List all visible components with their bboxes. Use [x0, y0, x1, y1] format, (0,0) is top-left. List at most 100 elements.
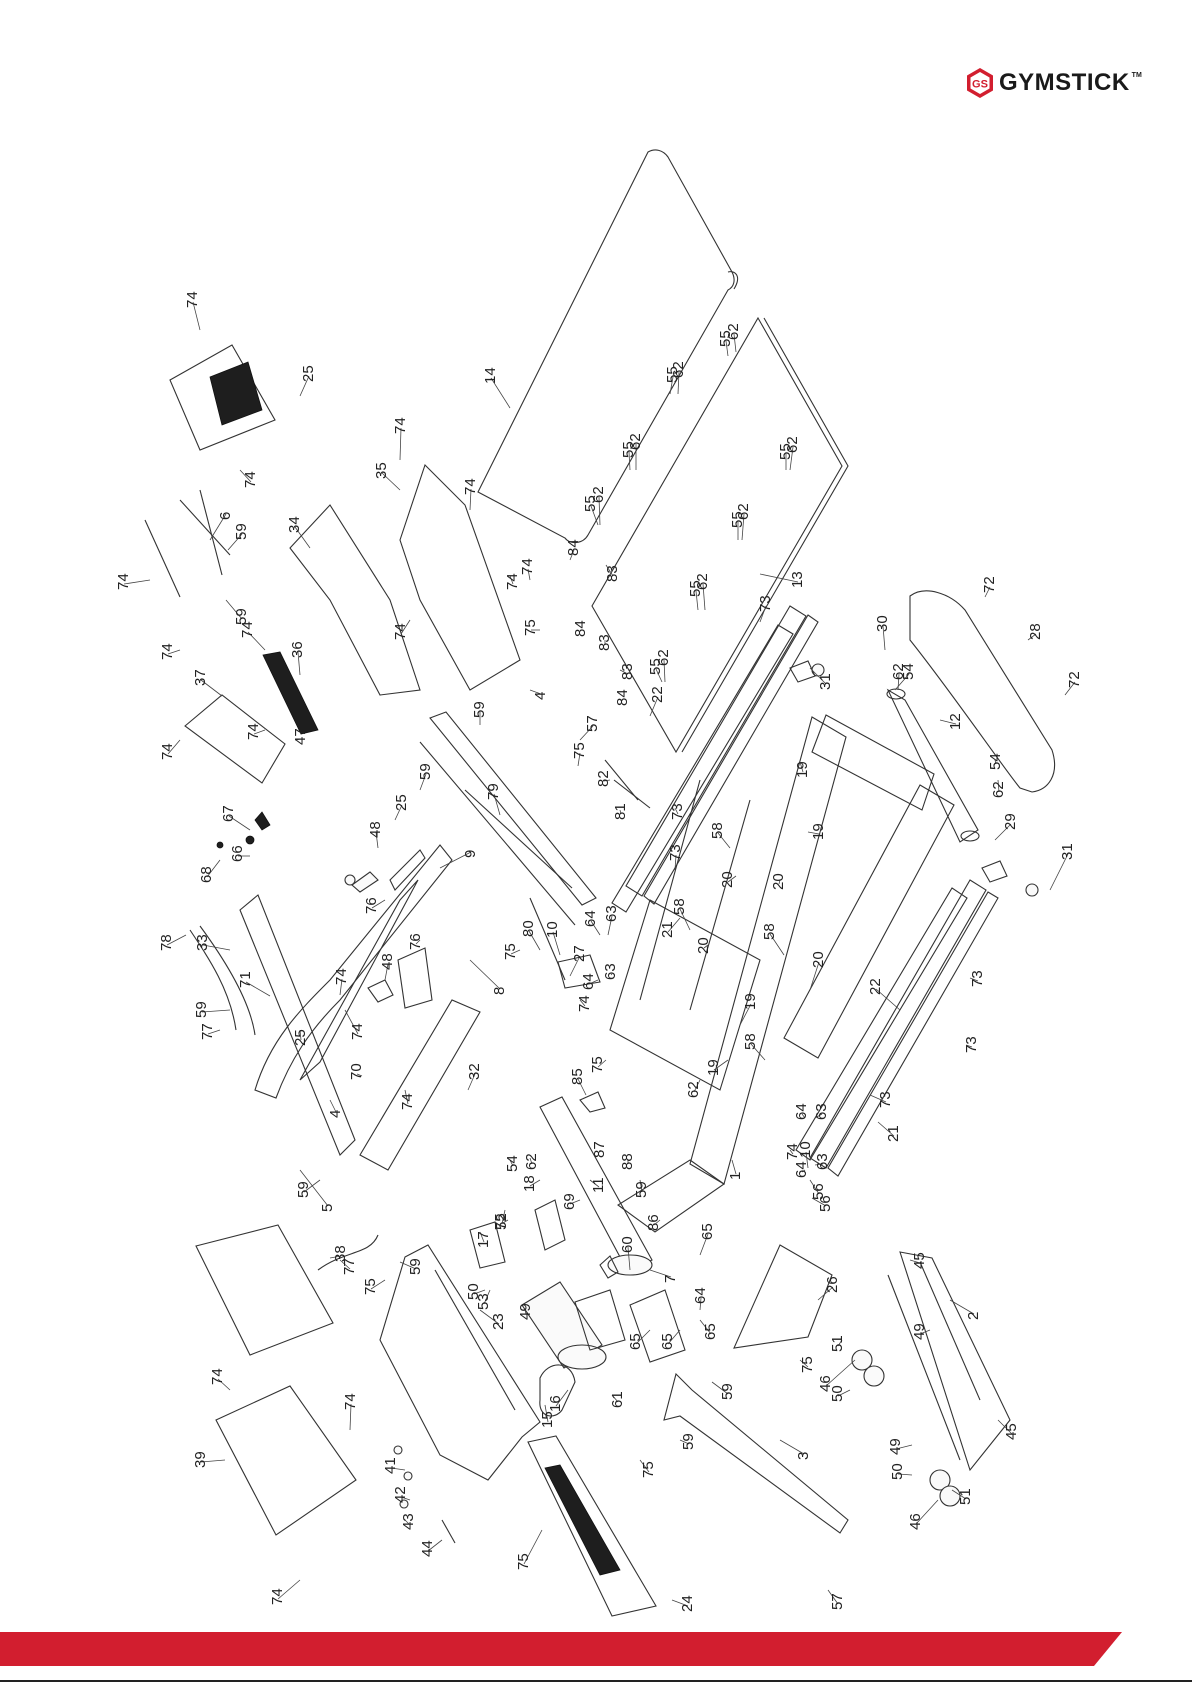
callout-leader-line: [639, 1459, 650, 1473]
callout-leader-line: [404, 1089, 409, 1105]
part-deck: [591, 316, 849, 754]
callout-leader-line: [579, 999, 586, 1007]
callout-leader-line: [579, 725, 594, 741]
callout-leader-line: [939, 719, 957, 725]
callout-22: 22: [867, 978, 901, 1011]
callout-64: 64: [692, 1287, 709, 1311]
callout-label: 28: [1027, 623, 1044, 640]
callout-leader-line: [597, 1059, 607, 1068]
part-console-back: [215, 1385, 357, 1536]
callout-74: 74: [239, 621, 266, 651]
callout-leader-line: [702, 583, 706, 611]
callout-label: 67: [220, 805, 237, 822]
callout-leader-line: [529, 689, 542, 695]
callout-label: 76: [363, 897, 380, 914]
callout-43: 43: [400, 1513, 417, 1530]
callout-label: 55: [777, 443, 794, 460]
callout-label: 14: [482, 367, 499, 384]
callout-label: 83: [596, 634, 613, 651]
callout-label: 11: [590, 1177, 607, 1193]
callout-74: 74: [344, 1009, 366, 1040]
callout-leader-line: [253, 729, 266, 735]
callout-leader-line: [375, 831, 379, 849]
callout-label: 10: [544, 921, 561, 938]
callout-leader-line: [206, 859, 221, 878]
callout-70: 70: [348, 1063, 365, 1080]
callout-leader-line: [663, 659, 666, 683]
callout-65: 65: [627, 1329, 651, 1350]
callout-label: 64: [692, 1287, 709, 1304]
callout-58: 58: [709, 822, 731, 849]
callout-label: 55: [687, 580, 704, 597]
callout-73: 73: [963, 1036, 980, 1053]
callout-leader-line: [807, 831, 820, 835]
callout-57: 57: [579, 715, 601, 741]
callout-leader-line: [245, 981, 271, 997]
callout-77: 77: [199, 1023, 221, 1040]
callout-label: 68: [198, 866, 215, 883]
callout-74: 74: [115, 573, 151, 590]
callout-label: 34: [286, 516, 303, 533]
callout-leader-line: [605, 564, 614, 577]
callout-label: 87: [591, 1141, 608, 1158]
callout-label: 77: [341, 1258, 358, 1275]
callout-68: 68: [198, 859, 221, 883]
callout-15: 15: [539, 1404, 556, 1428]
callout-label: 58: [709, 822, 726, 839]
callout-label: 62: [784, 436, 801, 453]
callout-label: 22: [649, 686, 666, 703]
callout-58: 58: [671, 898, 691, 931]
callout-leader-line: [400, 1496, 411, 1501]
part-handrail-right: [399, 463, 521, 691]
callout-label: 65: [699, 1223, 716, 1240]
callout-leader-line: [588, 979, 599, 985]
part-motor-hood: [379, 1244, 541, 1481]
callout-label: 74: [159, 643, 176, 660]
callout-6: 6: [209, 512, 234, 541]
callout-label: 79: [485, 783, 502, 800]
callout-49: 49: [911, 1323, 931, 1340]
callout-leader-line: [552, 931, 561, 956]
callout-leader-line: [969, 977, 979, 982]
callout-leader-line: [277, 1579, 301, 1600]
callout-label: 83: [619, 663, 636, 680]
callout-62: 62: [890, 663, 907, 691]
callout-33: 33: [194, 934, 231, 951]
callout-label: 74: [239, 621, 256, 638]
callout-leader-line: [994, 823, 1012, 841]
callout-48: 48: [367, 821, 384, 849]
callout-leader-line: [759, 573, 799, 583]
callout-59: 59: [633, 1179, 650, 1198]
callout-62: 62: [725, 323, 742, 353]
callout-leader-line: [825, 1359, 856, 1387]
callout-leader-line: [419, 773, 427, 791]
part-console-base: [184, 694, 286, 784]
callout-label: 62: [627, 433, 644, 450]
callout-59: 59: [193, 1001, 231, 1018]
callout-49: 49: [517, 1303, 534, 1320]
callout-leader-line: [394, 804, 403, 821]
callout-leader-line: [679, 908, 691, 931]
callout-leader-line: [909, 1259, 921, 1264]
callout-leader-line: [769, 933, 785, 956]
callout-leader-line: [677, 371, 680, 395]
callout-label: 37: [192, 669, 209, 686]
callout-leader-line: [655, 668, 663, 683]
callout-59: 59: [399, 1258, 424, 1275]
callout-74: 74: [209, 1368, 231, 1391]
callout-leader-line: [984, 586, 991, 598]
callout-leader-line: [344, 1009, 359, 1035]
callout-label: 62: [890, 663, 907, 680]
callout-label: 25: [292, 1029, 309, 1046]
callout-13: 13: [759, 571, 806, 588]
callout-25: 25: [292, 1029, 309, 1046]
callout-leader-line: [228, 815, 251, 831]
callout-4: 4: [327, 1099, 344, 1118]
exploded-parts-diagram: 1234456789101011121314151617181919191920…: [115, 149, 1083, 1617]
callout-label: 81: [612, 803, 629, 820]
callout-label: 54: [900, 663, 917, 680]
callout-37: 37: [192, 669, 223, 697]
gymstick-logo-icon: GS: [967, 68, 993, 98]
callout-59: 59: [227, 523, 250, 551]
callout-75: 75: [362, 1278, 386, 1295]
